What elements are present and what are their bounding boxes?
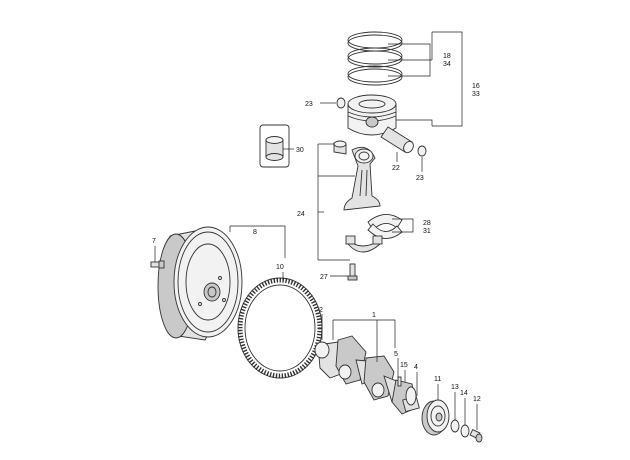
callout-24: 24 [297, 211, 305, 218]
connecting-rod [343, 146, 381, 211]
piston-pin [380, 126, 414, 154]
flywheel-bolt [150, 260, 165, 269]
gear-small [405, 386, 417, 406]
callout-15: 15 [400, 362, 408, 369]
bushing [333, 140, 347, 155]
callout-23-left: 23 [305, 101, 313, 108]
callout-11: 11 [434, 376, 441, 383]
callout-7: 7 [152, 238, 156, 245]
bearing-shells [367, 214, 403, 239]
bushing-detail-box [259, 124, 290, 168]
callout-18: 18 [443, 53, 451, 60]
callout-13: 13 [451, 384, 459, 391]
pulley-bolt [469, 428, 483, 443]
callout-33: 33 [472, 91, 480, 98]
callout-34: 34 [443, 61, 451, 68]
circlip-right [417, 145, 427, 157]
callout-4: 4 [414, 364, 418, 371]
ring-gear [237, 277, 323, 379]
callout-10: 10 [276, 264, 284, 271]
callout-14: 14 [460, 390, 468, 397]
o-ring [460, 424, 470, 438]
key [397, 376, 402, 387]
callout-8: 8 [253, 229, 257, 236]
circlip-left [336, 97, 346, 109]
callout-30: 30 [296, 147, 304, 154]
callout-1: 1 [372, 312, 376, 319]
callout-12: 12 [473, 396, 481, 403]
leader-lines [154, 31, 478, 430]
callout-23-right: 23 [416, 175, 424, 182]
piston-rings [347, 31, 403, 86]
small-end-bushing [265, 136, 284, 161]
rod-bolt [347, 263, 358, 281]
crankshaft [314, 335, 420, 415]
pulley [421, 399, 450, 436]
callout-28: 28 [423, 220, 431, 227]
rod-cap [345, 235, 383, 253]
callout-27: 27 [320, 274, 328, 281]
washer [450, 419, 460, 433]
callout-labels: 18 34 16 33 23 22 23 30 24 28 31 27 7 8 … [152, 53, 481, 403]
callout-31: 31 [423, 228, 431, 235]
callout-5: 5 [394, 351, 398, 358]
callout-22: 22 [392, 165, 400, 172]
callout-2: 2 [319, 307, 323, 314]
piston [347, 94, 397, 136]
flywheel [157, 226, 243, 341]
callout-16: 16 [472, 83, 480, 90]
